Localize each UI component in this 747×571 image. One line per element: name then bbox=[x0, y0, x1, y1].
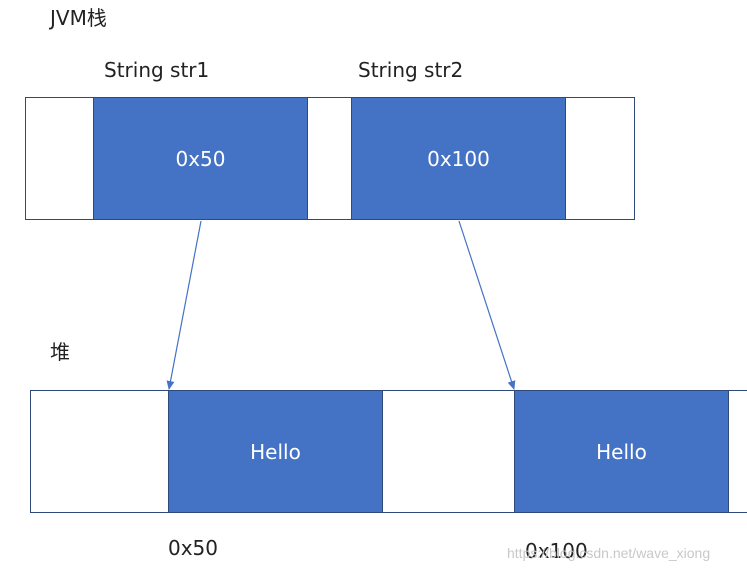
heap-object-1-value: Hello bbox=[250, 439, 301, 464]
stack-var1-label: String str1 bbox=[104, 58, 210, 82]
heap-title: 堆 bbox=[50, 340, 70, 364]
heap-addr2-label: 0x100 bbox=[525, 539, 588, 563]
heap-object-2: Hello bbox=[514, 390, 729, 513]
heap-addr1-label: 0x50 bbox=[168, 536, 219, 560]
arrow-str1-to-heap1 bbox=[166, 220, 202, 390]
heap-object-2-value: Hello bbox=[596, 439, 647, 464]
watermark: https://blog.csdn.net/wave_xiong bbox=[507, 545, 711, 561]
stack-cell-str1-value: 0x50 bbox=[175, 146, 226, 171]
arrow-str2-to-heap2 bbox=[458, 220, 516, 390]
stack-frame: 0x50 0x100 bbox=[25, 97, 635, 220]
stack-cell-str2-value: 0x100 bbox=[427, 146, 490, 171]
stack-cell-str1: 0x50 bbox=[93, 97, 308, 220]
stack-var2-label: String str2 bbox=[358, 58, 464, 82]
heap-region: Hello Hello bbox=[30, 390, 747, 513]
stack-cell-str2: 0x100 bbox=[351, 97, 566, 220]
stack-title: JVM栈 bbox=[50, 6, 107, 30]
heap-object-1: Hello bbox=[168, 390, 383, 513]
